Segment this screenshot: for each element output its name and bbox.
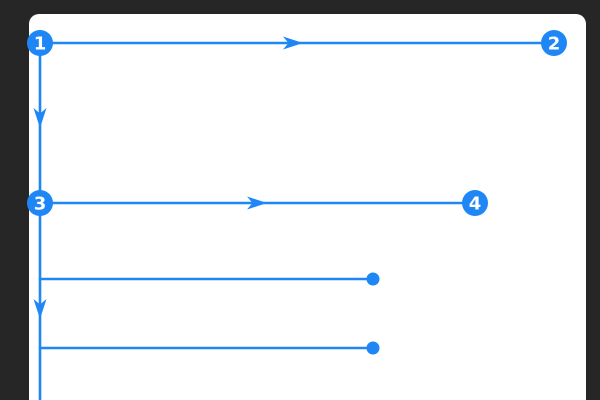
edge-1-to-2[interactable] bbox=[38, 36, 556, 50]
branch-lower[interactable] bbox=[38, 341, 380, 355]
edge-3-to-4[interactable] bbox=[38, 196, 477, 210]
arrowhead-icon bbox=[283, 36, 303, 50]
node-4[interactable]: 4 bbox=[462, 190, 488, 216]
whiteboard-canvas[interactable] bbox=[29, 14, 586, 400]
node-label: 1 bbox=[34, 33, 47, 54]
node-label: 3 bbox=[34, 193, 47, 214]
nodes-layer: 1 2 3 4 bbox=[27, 30, 567, 216]
node-2[interactable]: 2 bbox=[541, 30, 567, 56]
node-circle[interactable] bbox=[27, 30, 53, 56]
node-circle[interactable] bbox=[541, 30, 567, 56]
arrowhead-icon bbox=[247, 196, 267, 210]
arrowhead-icon bbox=[33, 108, 47, 128]
endpoint-dot[interactable] bbox=[366, 272, 380, 286]
node-circle[interactable] bbox=[27, 190, 53, 216]
edge-3-down[interactable] bbox=[33, 201, 47, 400]
node-circle[interactable] bbox=[462, 190, 488, 216]
arrowhead-icon bbox=[33, 299, 47, 319]
branch-upper[interactable] bbox=[38, 272, 380, 286]
node-label: 4 bbox=[469, 193, 482, 214]
node-label: 2 bbox=[548, 33, 561, 54]
edge-1-to-3[interactable] bbox=[33, 41, 47, 205]
node-1[interactable]: 1 bbox=[27, 30, 53, 56]
edges-layer bbox=[33, 36, 556, 400]
endpoint-dot[interactable] bbox=[366, 341, 380, 355]
node-3[interactable]: 3 bbox=[27, 190, 53, 216]
